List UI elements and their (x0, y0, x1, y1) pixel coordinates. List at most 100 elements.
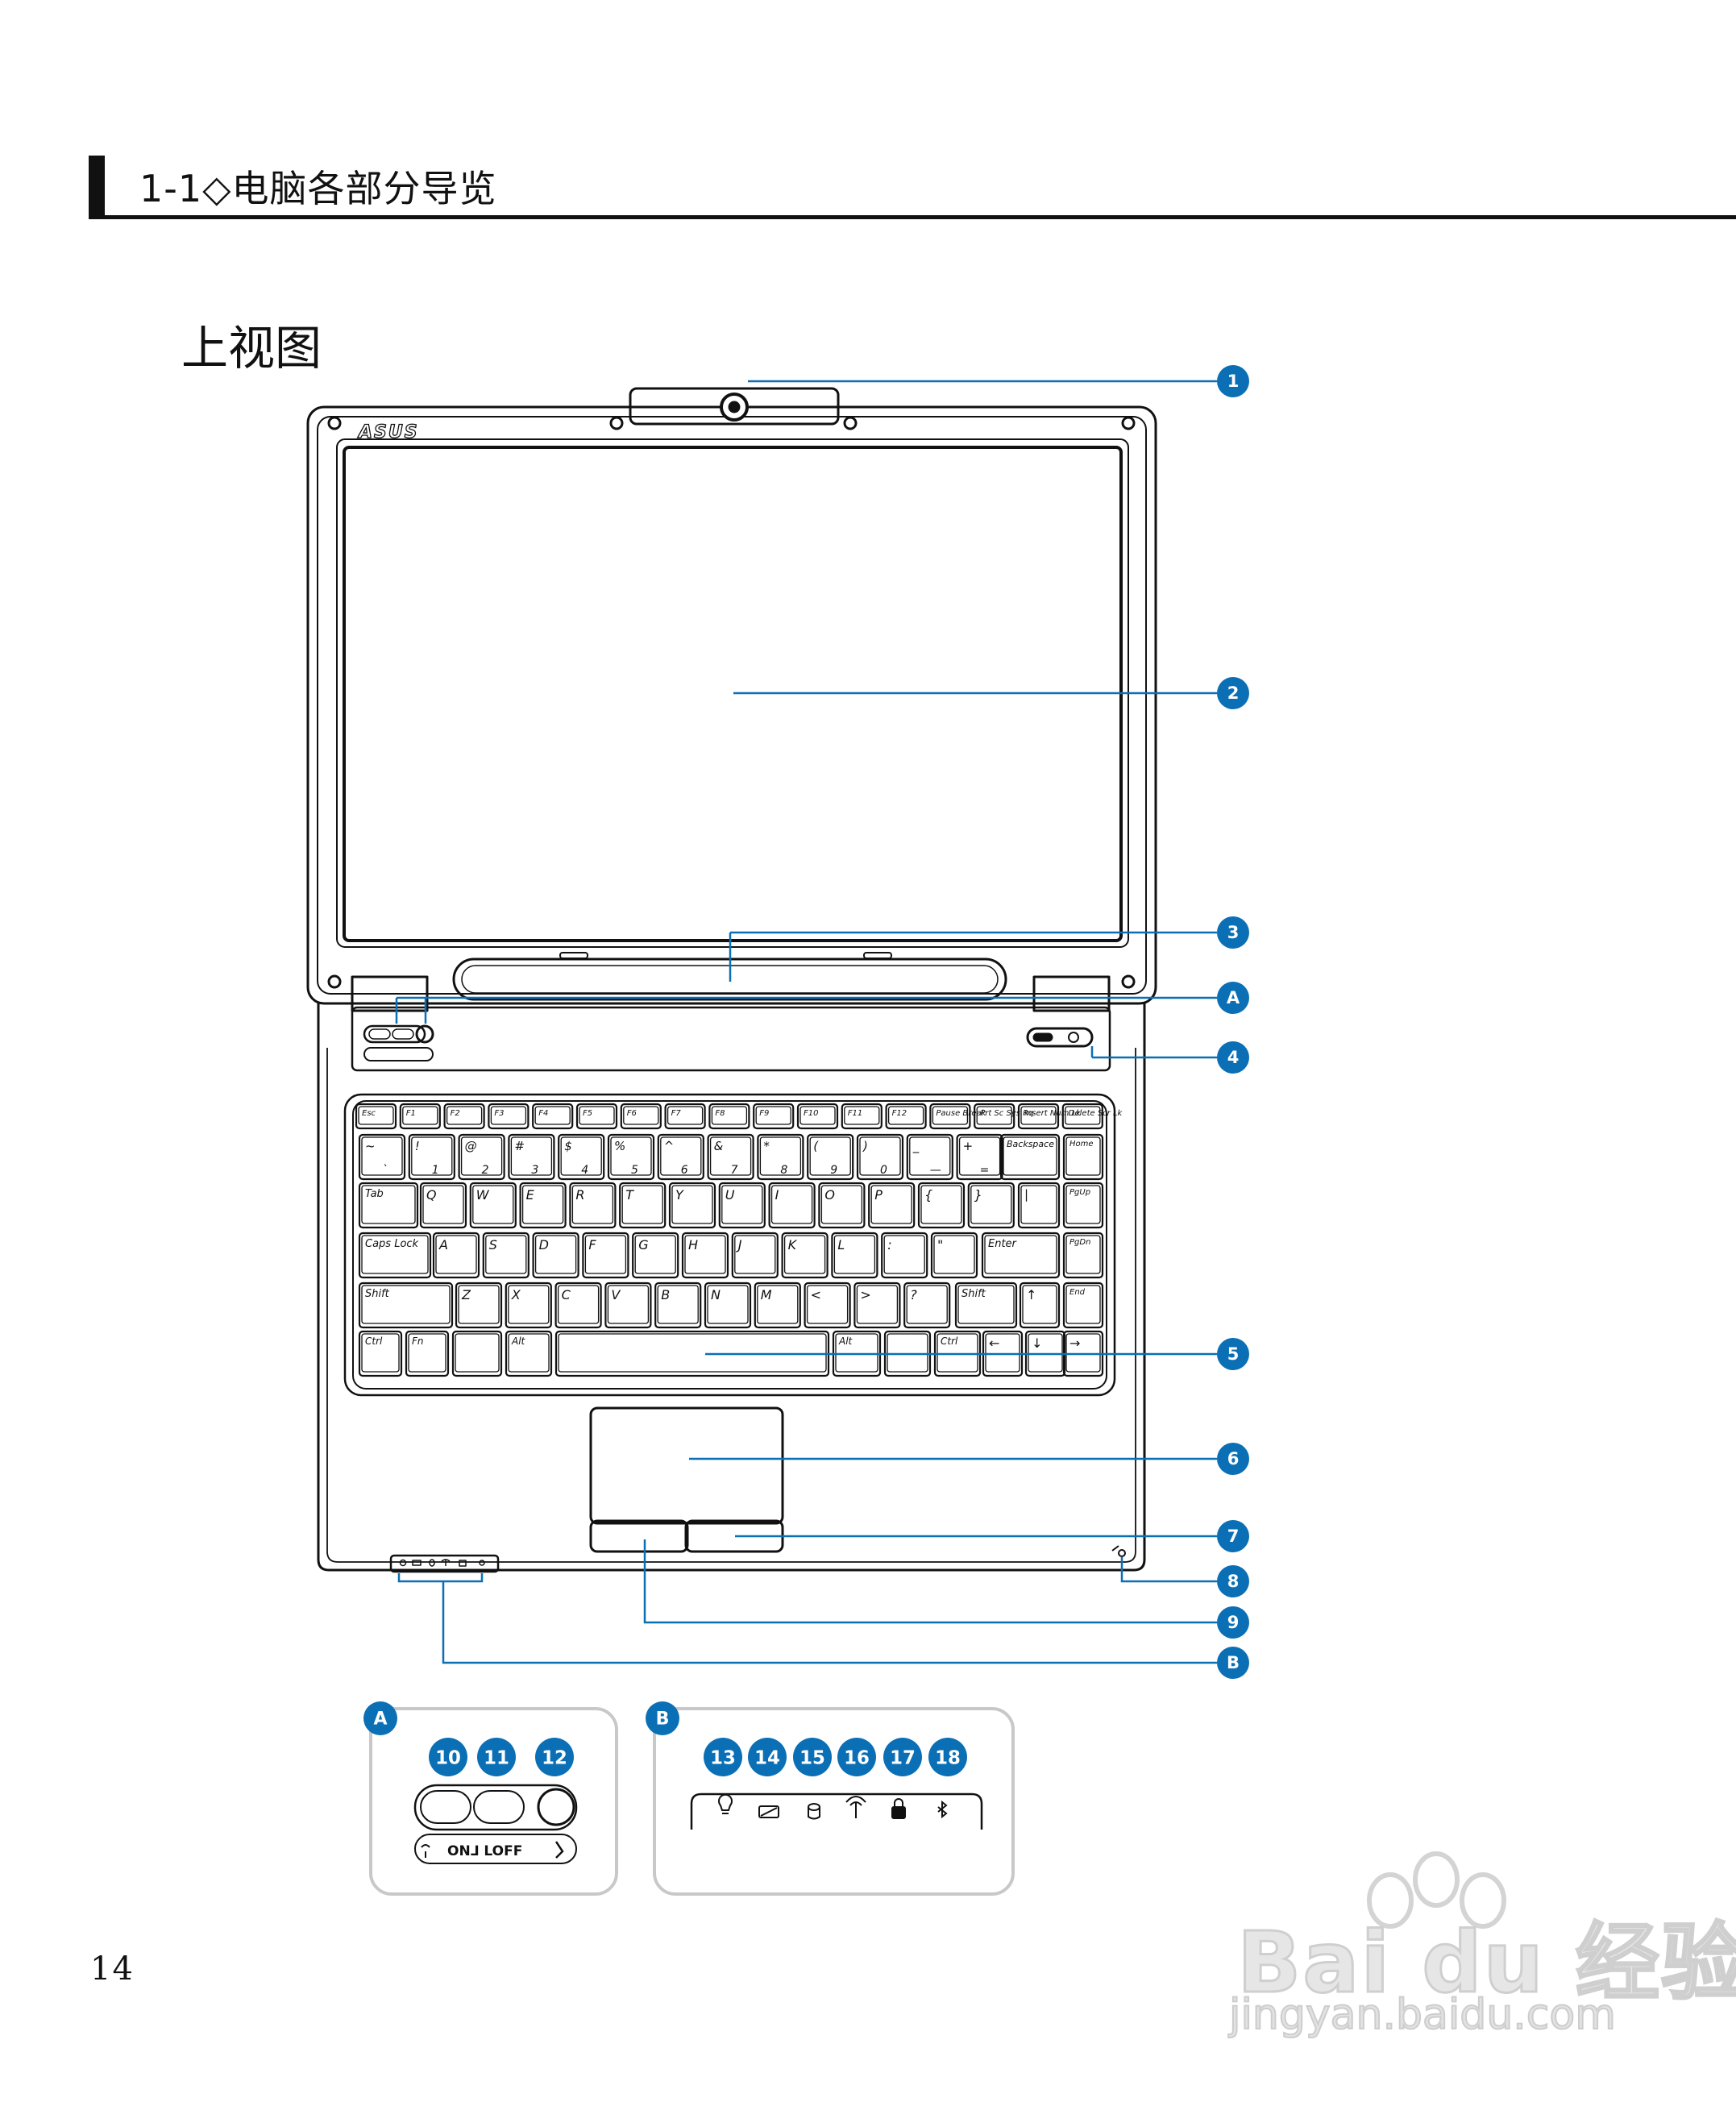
key (358, 1133, 406, 1181)
callout-12: 12 (535, 1738, 574, 1776)
key-label: S (489, 1237, 497, 1252)
callout-9: 9 (1217, 1606, 1249, 1639)
key (558, 1133, 605, 1181)
key (974, 1103, 1015, 1130)
key (1017, 1103, 1060, 1130)
key-label: F7 (671, 1109, 682, 1118)
key (885, 1103, 927, 1130)
key (482, 1232, 530, 1279)
key (768, 1182, 816, 1229)
key-label: { (924, 1187, 932, 1203)
key-label: G (638, 1237, 648, 1252)
key-label: F8 (715, 1109, 725, 1118)
key (451, 1330, 503, 1377)
base-outline (317, 1003, 1146, 1572)
key-label: V (611, 1287, 621, 1302)
key (554, 1282, 602, 1329)
key (632, 1232, 679, 1279)
key-label: Y (675, 1187, 684, 1203)
inset-b-panel (653, 1707, 1015, 1896)
key (408, 1133, 455, 1181)
key-sublabel: 1 (432, 1164, 439, 1177)
callout-1: 1 (1217, 365, 1249, 397)
svg-text:18: 18 (935, 1748, 961, 1769)
callout-6: 6 (1217, 1443, 1249, 1475)
callout-B: B (646, 1701, 679, 1735)
callout-B: B (1217, 1647, 1249, 1679)
key-label: F12 (892, 1109, 907, 1118)
asus-logo: ASUS (357, 422, 419, 442)
key-label: Shift (365, 1288, 390, 1300)
key-label: + (963, 1139, 974, 1153)
key-label: B (661, 1287, 670, 1302)
key-label: Home (1069, 1140, 1094, 1149)
key (505, 1282, 552, 1329)
callout-14: 14 (748, 1738, 787, 1776)
camera-bar (629, 387, 840, 426)
key (358, 1282, 454, 1329)
callout-11: 11 (477, 1738, 516, 1776)
key-label: M (761, 1287, 772, 1302)
key (881, 1232, 928, 1279)
key-label: F2 (451, 1109, 460, 1118)
key (654, 1282, 702, 1329)
key-label: W (476, 1187, 490, 1203)
key (707, 1133, 754, 1181)
svg-text:A: A (373, 1709, 387, 1730)
callout-2: 2 (1217, 677, 1249, 709)
key (607, 1133, 655, 1181)
key (1062, 1232, 1104, 1279)
svg-text:17: 17 (890, 1748, 916, 1769)
watermark-brand: Bai du 经验 (1236, 1913, 1736, 2013)
key-label: Alt (511, 1336, 526, 1347)
key-label: End (1069, 1288, 1086, 1297)
key-label: A (438, 1237, 448, 1252)
key-label: Pause Break (936, 1109, 986, 1118)
key (1062, 1133, 1104, 1181)
key (355, 1103, 397, 1130)
callout-3: 3 (1217, 916, 1249, 949)
key-label: Q (426, 1187, 437, 1203)
svg-text:A: A (1227, 988, 1240, 1007)
key-label: F9 (759, 1109, 769, 1118)
key-label: ~ (365, 1139, 376, 1153)
key-label: " (937, 1237, 943, 1252)
key (358, 1232, 432, 1279)
svg-text:13: 13 (710, 1748, 736, 1769)
callout-10: 10 (429, 1738, 467, 1776)
key-label: Backspace (1007, 1139, 1054, 1149)
key (831, 1232, 878, 1279)
key-label: N (711, 1287, 721, 1302)
key-sublabel: 4 (581, 1164, 588, 1177)
key (519, 1182, 567, 1229)
key-sublabel: 2 (482, 1164, 489, 1177)
svg-text:16: 16 (844, 1748, 870, 1769)
key (967, 1182, 1015, 1229)
key-label: F3 (494, 1109, 504, 1118)
key-label: R (575, 1187, 584, 1203)
key (664, 1103, 706, 1130)
key (419, 1182, 467, 1229)
key (399, 1103, 441, 1130)
key (704, 1282, 752, 1329)
key-sublabel: — (930, 1164, 941, 1177)
key-label: Delete Scr Lk (1069, 1109, 1123, 1118)
key-label: ↑ (1026, 1287, 1036, 1302)
key (469, 1182, 517, 1229)
status-led-strip (389, 1554, 500, 1573)
key-sublabel: 5 (631, 1164, 638, 1177)
key-sublabel: = (980, 1164, 990, 1177)
key (532, 1103, 574, 1130)
key (954, 1282, 1018, 1329)
key-label: : (887, 1237, 891, 1252)
key-label: Ctrl (941, 1336, 958, 1347)
key-label: ← (989, 1336, 999, 1351)
key (575, 1103, 618, 1130)
key (796, 1103, 839, 1130)
key-sublabel: 0 (880, 1164, 887, 1177)
key-label: L (837, 1237, 845, 1252)
hinge-left (351, 975, 429, 1012)
header-block (89, 156, 105, 218)
key (753, 1103, 795, 1130)
callout-A: A (363, 1701, 397, 1735)
